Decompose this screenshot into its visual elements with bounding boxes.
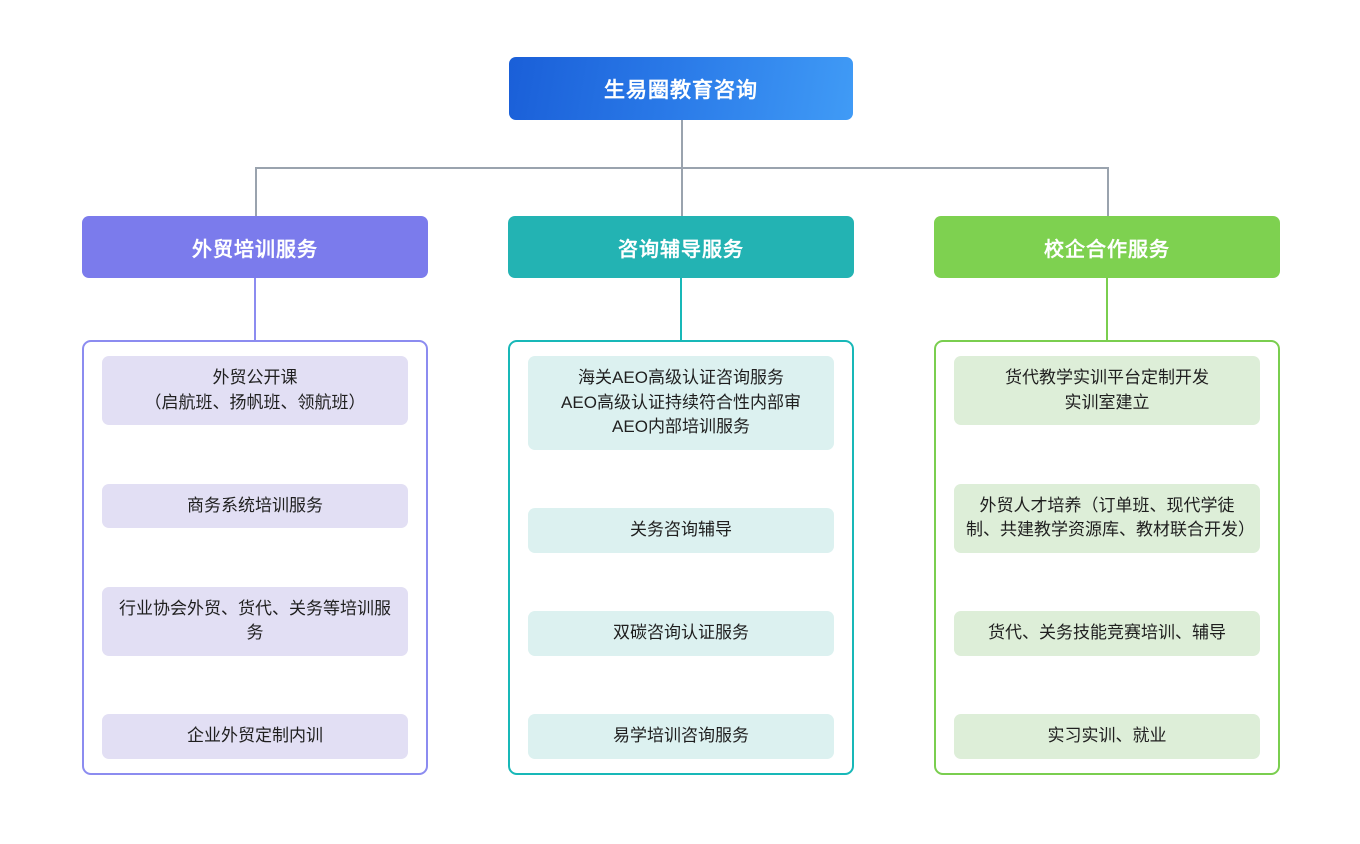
connector-header-to-group-1 (680, 278, 682, 340)
branch-column-2: 校企合作服务 货代教学实训平台定制开发 实训室建立 外贸人才培养（订单班、现代学… (934, 0, 1282, 844)
branch-column-1: 咨询辅导服务 海关AEO高级认证咨询服务 AEO高级认证持续符合性内部审 AEO… (508, 0, 856, 844)
branch-header-1[interactable]: 咨询辅导服务 (508, 216, 854, 278)
connector-header-to-group-2 (1106, 278, 1108, 340)
connector-branch-drop-1 (681, 167, 683, 217)
connector-branch-drop-0 (255, 167, 257, 217)
item-card[interactable]: 海关AEO高级认证咨询服务 AEO高级认证持续符合性内部审 AEO内部培训服务 (528, 356, 834, 450)
branch-header-label-1: 咨询辅导服务 (618, 238, 744, 261)
item-card[interactable]: 外贸公开课 （启航班、扬帆班、领航班） (102, 356, 408, 426)
branch-header-0[interactable]: 外贸培训服务 (82, 216, 428, 278)
item-card[interactable]: 企业外贸定制内训 (102, 714, 408, 759)
connector-root-drop (681, 120, 683, 168)
item-card[interactable]: 货代、关务技能竞赛培训、辅导 (954, 611, 1260, 656)
root-node[interactable]: 生易圈教育咨询 (509, 57, 853, 120)
item-card[interactable]: 行业协会外贸、货代、关务等培训服务 (102, 586, 408, 656)
connector-header-to-group-0 (254, 278, 256, 340)
item-card[interactable]: 外贸人才培养（订单班、现代学徒制、共建教学资源库、教材联合开发） (954, 483, 1260, 553)
item-card[interactable]: 货代教学实训平台定制开发 实训室建立 (954, 356, 1260, 426)
root-node-label: 生易圈教育咨询 (604, 78, 758, 102)
item-card[interactable]: 易学培训咨询服务 (528, 714, 834, 759)
item-card[interactable]: 实习实训、就业 (954, 714, 1260, 759)
branch-group-box-0: 外贸公开课 （启航班、扬帆班、领航班） 商务系统培训服务 行业协会外贸、货代、关… (82, 340, 428, 775)
branch-header-2[interactable]: 校企合作服务 (934, 216, 1280, 278)
item-card[interactable]: 双碳咨询认证服务 (528, 611, 834, 656)
branch-column-0: 外贸培训服务 外贸公开课 （启航班、扬帆班、领航班） 商务系统培训服务 行业协会… (82, 0, 430, 844)
item-card[interactable]: 关务咨询辅导 (528, 508, 834, 553)
connector-branch-drop-2 (1107, 167, 1109, 217)
item-card[interactable]: 商务系统培训服务 (102, 483, 408, 529)
branch-group-box-1: 海关AEO高级认证咨询服务 AEO高级认证持续符合性内部审 AEO内部培训服务 … (508, 340, 854, 775)
branch-header-label-2: 校企合作服务 (1044, 238, 1170, 261)
branch-group-box-2: 货代教学实训平台定制开发 实训室建立 外贸人才培养（订单班、现代学徒制、共建教学… (934, 340, 1280, 775)
branch-header-label-0: 外贸培训服务 (192, 238, 318, 261)
